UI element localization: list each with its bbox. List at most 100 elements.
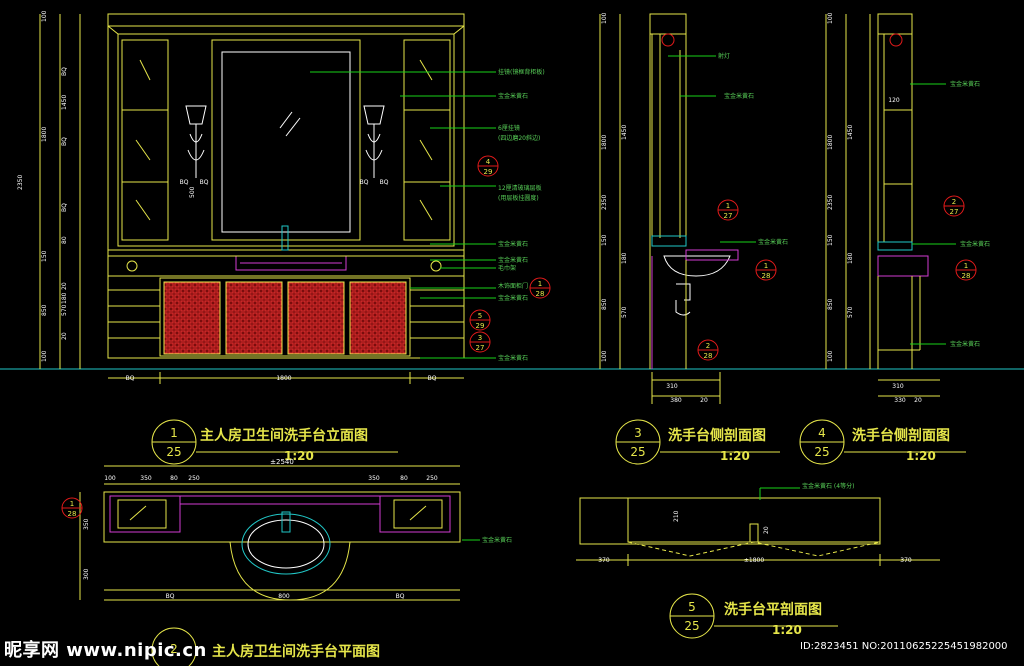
dim-label: 850 — [601, 298, 608, 310]
callout-top: 4 — [486, 158, 491, 166]
dim-label: 850 — [41, 304, 48, 316]
dim-label: 350 — [140, 475, 152, 482]
dim-label: 850 — [827, 298, 834, 310]
dim-label: 180 — [61, 292, 68, 304]
callout-bottom: 28 — [962, 272, 971, 280]
dim-label: 1450 — [621, 125, 628, 140]
dim-label: 80 — [400, 475, 408, 482]
dim-label: 1800 — [41, 127, 48, 142]
dim-label: 80 — [170, 475, 178, 482]
material-note: 宝金米黄石 — [950, 80, 980, 88]
dim-label: 350 — [368, 475, 380, 482]
wall-sconce-left — [185, 105, 207, 178]
dim-label: 20 — [763, 526, 770, 534]
dim-label: 1800 — [276, 375, 291, 382]
dim-label: 300 — [83, 568, 90, 580]
dim-label: 100 — [601, 12, 608, 24]
dim-label: BQ — [428, 375, 437, 382]
dim-label: 100 — [827, 12, 834, 24]
material-note: 6厘挂镜 — [498, 124, 520, 132]
dim-label: ±2540 — [270, 458, 294, 466]
title-sheet: 25 — [814, 445, 829, 459]
dim-label: 500 — [189, 186, 196, 198]
callout-top: 1 — [764, 262, 768, 270]
material-note: 宝金米黄石 — [960, 240, 990, 248]
view-scale: 1:20 — [720, 449, 750, 463]
callout-top: 2 — [706, 342, 710, 350]
dim-label: BQ — [360, 179, 369, 186]
dim-label: 1800 — [827, 135, 834, 150]
dim-label: BQ — [61, 137, 68, 146]
material-note: 宝金米黄石 — [498, 294, 528, 302]
callout-bottom: 28 — [536, 290, 545, 298]
dim-label: 570 — [621, 306, 628, 318]
title-markers — [151, 419, 966, 666]
dim-label: 370 — [900, 557, 912, 564]
dim-label: 1800 — [601, 135, 608, 150]
title-sheet: 25 — [684, 619, 699, 633]
dim-label: 150 — [41, 250, 48, 262]
callout-top: 1 — [726, 202, 730, 210]
dim-label: 800 — [278, 593, 290, 600]
dim-label: 100 — [41, 10, 48, 22]
dim-label: ±1800 — [744, 557, 764, 564]
section-view-4 — [825, 13, 956, 397]
material-note: 宝金米黄石 — [498, 240, 528, 248]
dim-label: 20 — [700, 397, 708, 404]
callout-bottom: 27 — [950, 208, 959, 216]
dim-label: BQ — [61, 67, 68, 76]
dim-label: 100 — [827, 350, 834, 362]
view-title: 洗手台侧剖面图 — [852, 427, 950, 444]
view-scale: 1:20 — [772, 623, 802, 637]
title-number: 2 — [170, 642, 178, 656]
title-number: 3 — [634, 426, 642, 440]
dim-label: 100 — [601, 350, 608, 362]
dim-label: 2350 — [17, 175, 24, 190]
watermark-logo: 昵享网 www.nipic.cn — [4, 640, 207, 661]
view-title: 主人房卫生间洗手台平面图 — [212, 643, 380, 660]
dim-label: 100 — [41, 350, 48, 362]
material-note: 宝金米黄石 — [758, 238, 788, 246]
callout-top: 5 — [478, 312, 482, 320]
callout-bottom: 28 — [68, 510, 77, 518]
dim-label: 380 — [670, 397, 682, 404]
dim-label: 1450 — [61, 95, 68, 110]
dim-label: 80 — [61, 236, 68, 244]
dim-label: 20 — [914, 397, 922, 404]
callout-bottom: 28 — [762, 272, 771, 280]
material-note: 射灯 — [718, 52, 730, 60]
dim-label: BQ — [380, 179, 389, 186]
callout-top: 1 — [70, 500, 74, 508]
dim-label: 180 — [847, 252, 854, 264]
plan-view-2 — [79, 465, 480, 601]
material-note: 宝金米黄石 (4等分) — [802, 482, 854, 490]
dim-label: 1450 — [847, 125, 854, 140]
section-view-5 — [576, 487, 940, 566]
dim-label: 310 — [892, 383, 904, 390]
material-note: 宝金米黄石 — [498, 354, 528, 362]
callout-bottom: 28 — [704, 352, 713, 360]
title-sheet: 25 — [630, 445, 645, 459]
view-title: 洗手台平剖面图 — [724, 601, 822, 618]
material-note: 宝金米黄石 — [950, 340, 980, 348]
dim-label: 150 — [601, 234, 608, 246]
dim-label: 2350 — [827, 195, 834, 210]
section-view-3 — [599, 13, 756, 404]
dim-label: 20 — [61, 282, 68, 290]
elevation-view-1 — [0, 13, 1024, 384]
dim-label: BQ — [200, 179, 209, 186]
dim-label: BQ — [166, 593, 175, 600]
dim-label: 2350 — [601, 195, 608, 210]
dim-label: 150 — [827, 234, 834, 246]
callout-top: 2 — [952, 198, 956, 206]
material-note: 宝金米黄石 — [724, 92, 754, 100]
wall-sconce-right — [363, 105, 385, 178]
dim-label: 210 — [673, 510, 680, 522]
material-note: 宝金米黄石 — [498, 256, 528, 264]
title-number: 4 — [818, 426, 826, 440]
material-note: 宝金米黄石 — [482, 536, 512, 544]
callout-top: 1 — [538, 280, 542, 288]
dim-label: 330 — [894, 397, 906, 404]
callout-top: 1 — [964, 262, 968, 270]
view-scale: 1:20 — [284, 449, 314, 463]
